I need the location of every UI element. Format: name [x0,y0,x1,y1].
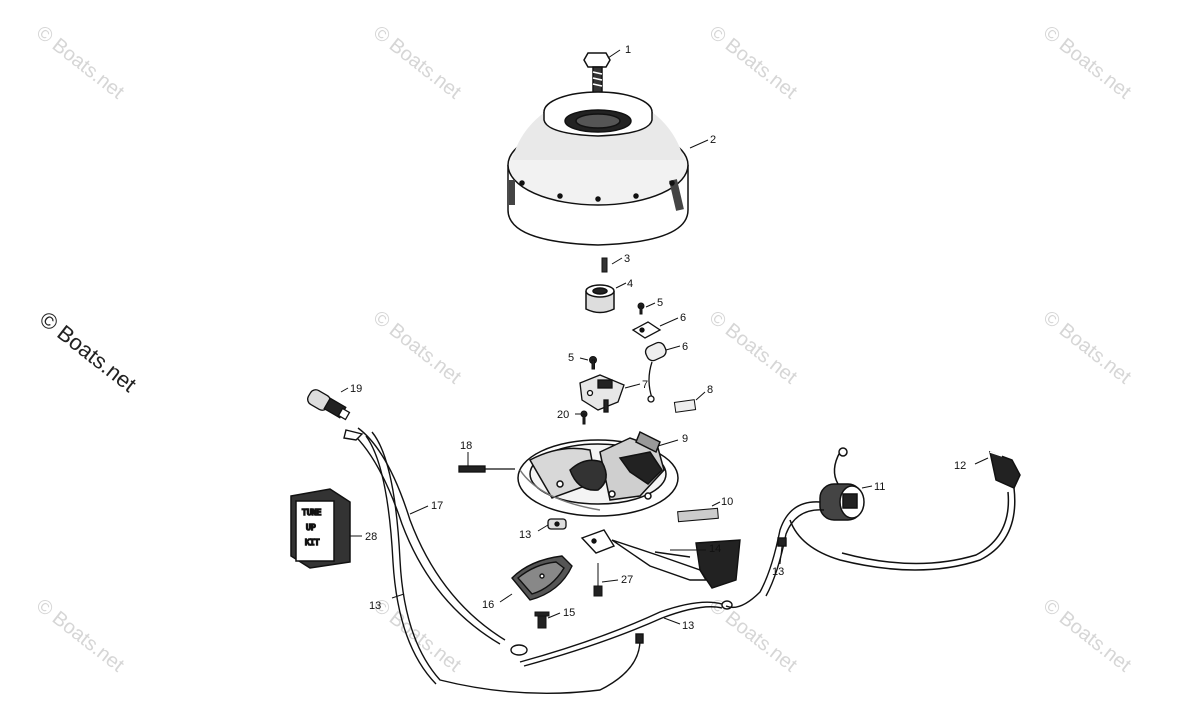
callout-13: 13 [369,600,381,612]
watermark-text: © Boats.net [1039,22,1135,104]
breaker-points-part-7 [579,374,625,413]
kit-label-line1: TUNE [302,508,321,517]
callout-12: 12 [954,460,966,472]
callout-11: 11 [874,481,885,493]
felt-part-8 [673,399,697,413]
watermark-text: © Boats.net [1039,307,1135,389]
watermark-text: © Boats.net [32,22,128,104]
callout-8: 8 [707,384,713,396]
kit-label-line2: UP [306,523,316,532]
spark-plug-cap-part-12 [789,450,1021,571]
ground-wire-part-13 [365,431,644,695]
watermark-text: © Boats.net [705,22,801,104]
callout-27: 27 [621,574,633,586]
callout-1: 1 [625,44,631,56]
callout-14: 14 [709,543,721,555]
leader-lines [340,49,989,625]
screw-part-5 [589,302,645,370]
callout-18: 18 [460,440,472,452]
spring-part-18 [458,465,515,473]
primary-wire-part-13 [725,501,825,609]
wire-part-13-lower [519,600,733,667]
callout-13: 13 [682,620,694,632]
watermark-side-text: © Boats.net [35,306,141,397]
callout-5: 5 [568,352,574,364]
throttle-arm-part-14 [580,529,741,589]
callout-15: 15 [563,607,575,619]
ignition-coil-part-11 [819,447,865,521]
watermark-text: © Boats.net [369,22,465,104]
screw-part-15 [534,611,550,629]
cover-plate-part-16 [511,555,573,601]
clamp-part-6 [631,321,662,339]
rod-part-10 [677,507,719,523]
watermark-text: © Boats.net [32,595,128,677]
callout-10: 10 [721,496,733,508]
screw-part-20 [580,410,588,425]
watermark-text: © Boats.net [369,307,465,389]
callout-2: 2 [710,134,716,146]
callout-28: 28 [365,531,377,543]
callout-17: 17 [431,500,443,512]
callout-7: 7 [642,379,648,391]
condenser-part-6 [644,341,667,403]
callout-20: 20 [557,409,569,421]
key-part-3 [601,257,608,273]
callout-9: 9 [682,433,688,445]
clip-part-13 [547,518,567,530]
kit-label-line3: KIT [305,538,320,547]
callout-labels: 1 2 3 4 5 6 5 6 7 8 20 9 18 19 17 28 10 … [350,44,966,632]
cam-part-4 [585,284,615,314]
lead-wire-part-17 [343,427,528,656]
watermark-text: © Boats.net [1039,595,1135,677]
callout-5: 5 [657,297,663,309]
callout-3: 3 [624,253,630,265]
callout-6: 6 [682,341,688,353]
bolt-part-1 [583,52,611,95]
flywheel-part-2 [507,91,689,246]
connector-part-19 [307,389,351,421]
callout-4: 4 [627,278,633,290]
callout-16: 16 [482,599,494,611]
watermark-text: © Boats.net [369,595,465,677]
callout-13: 13 [772,566,784,578]
callout-6: 6 [680,312,686,324]
callout-19: 19 [350,383,362,395]
callout-13: 13 [519,529,531,541]
screw-part-27 [593,563,603,597]
watermark-text: © Boats.net [705,307,801,389]
stator-plate-part-9 [517,430,679,517]
tune-up-kit-part-28: TUNE UP KIT [290,488,351,569]
